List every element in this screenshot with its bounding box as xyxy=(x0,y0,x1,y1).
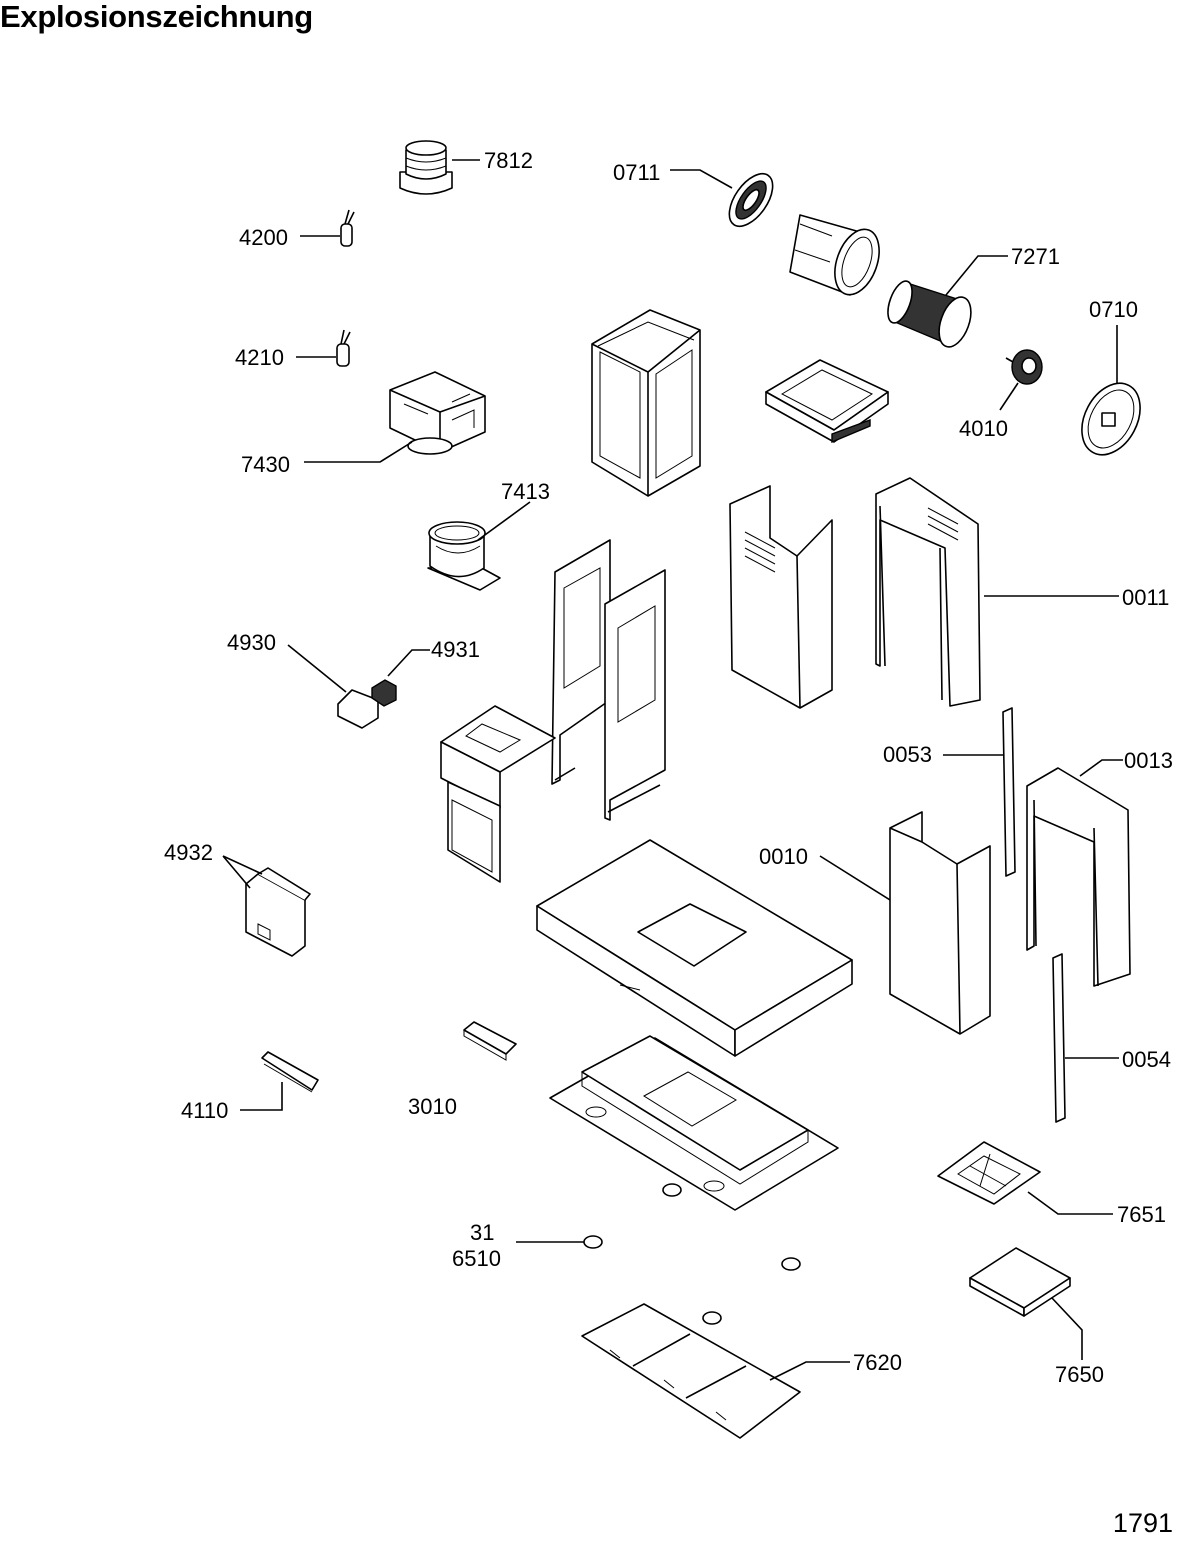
label-4200: 4200 xyxy=(239,225,288,250)
label-4932: 4932 xyxy=(164,840,213,865)
label-7413: 7413 xyxy=(501,479,550,504)
chimney-frame-part xyxy=(591,309,701,497)
strip-part-0053 xyxy=(1002,707,1016,877)
mounting-frame-part xyxy=(765,359,889,444)
light-switch-part xyxy=(261,1051,319,1093)
lamp-part xyxy=(583,1183,801,1325)
label-0711: 0711 xyxy=(613,160,660,185)
page-number: 1791 xyxy=(1112,1508,1173,1538)
lower-chimney-back-part xyxy=(1026,767,1131,987)
label-7271: 7271 xyxy=(1011,244,1060,269)
grease-filter-part xyxy=(581,1303,801,1439)
air-diverter-part xyxy=(389,371,486,455)
label-0010: 0010 xyxy=(759,844,808,869)
duct-connector-part xyxy=(399,140,453,195)
label-0011: 0011 xyxy=(1122,585,1169,610)
label-7650: 7650 xyxy=(1055,1362,1104,1387)
page-title: Explosionszeichnung xyxy=(0,0,313,34)
label-31: 31 xyxy=(470,1220,494,1245)
label-0710: 0710 xyxy=(1089,297,1138,322)
label-3010: 3010 xyxy=(408,1094,457,1119)
hood-canopy-part xyxy=(536,839,853,1057)
capacitor-part-4200 xyxy=(340,209,355,247)
capacitor-part-4210 xyxy=(336,329,351,367)
label-7430: 7430 xyxy=(241,452,290,477)
carbon-filter-frame-part xyxy=(937,1141,1041,1205)
leader-lines xyxy=(222,159,1123,1381)
lower-chimney-front-part xyxy=(889,811,991,1035)
label-7620: 7620 xyxy=(853,1350,902,1375)
flange-adapter-part xyxy=(427,521,501,591)
lower-bracket-part xyxy=(440,705,556,883)
label-0054: 0054 xyxy=(1122,1047,1171,1072)
strip-part-0054 xyxy=(1052,953,1066,1123)
label-7651: 7651 xyxy=(1117,1202,1166,1227)
electronics-box-part xyxy=(245,867,311,957)
inner-chimney-bracket-part xyxy=(551,539,666,821)
motor-part xyxy=(1005,349,1043,385)
fan-grille-ring-part xyxy=(728,172,774,228)
label-7812: 7812 xyxy=(484,148,533,173)
label-4930: 4930 xyxy=(227,630,276,655)
switch-part xyxy=(337,679,397,729)
control-module-part xyxy=(463,1021,517,1061)
fan-housing-part xyxy=(789,214,880,296)
label-6510: 6510 xyxy=(452,1246,501,1271)
label-4110: 4110 xyxy=(181,1098,228,1123)
upper-chimney-cover-part xyxy=(729,477,981,709)
carbon-filter-part xyxy=(969,1247,1071,1317)
label-4210: 4210 xyxy=(235,345,284,370)
label-4010: 4010 xyxy=(959,416,1008,441)
fan-wheel-part xyxy=(887,280,972,348)
motor-plate-part xyxy=(1081,382,1141,456)
label-0013: 0013 xyxy=(1124,748,1173,773)
label-0053: 0053 xyxy=(883,742,932,767)
bottom-tray-part xyxy=(549,1035,839,1211)
part-labels: 7812 0711 4200 7271 0710 4210 4010 7430 … xyxy=(164,148,1173,1387)
label-4931: 4931 xyxy=(431,637,480,662)
